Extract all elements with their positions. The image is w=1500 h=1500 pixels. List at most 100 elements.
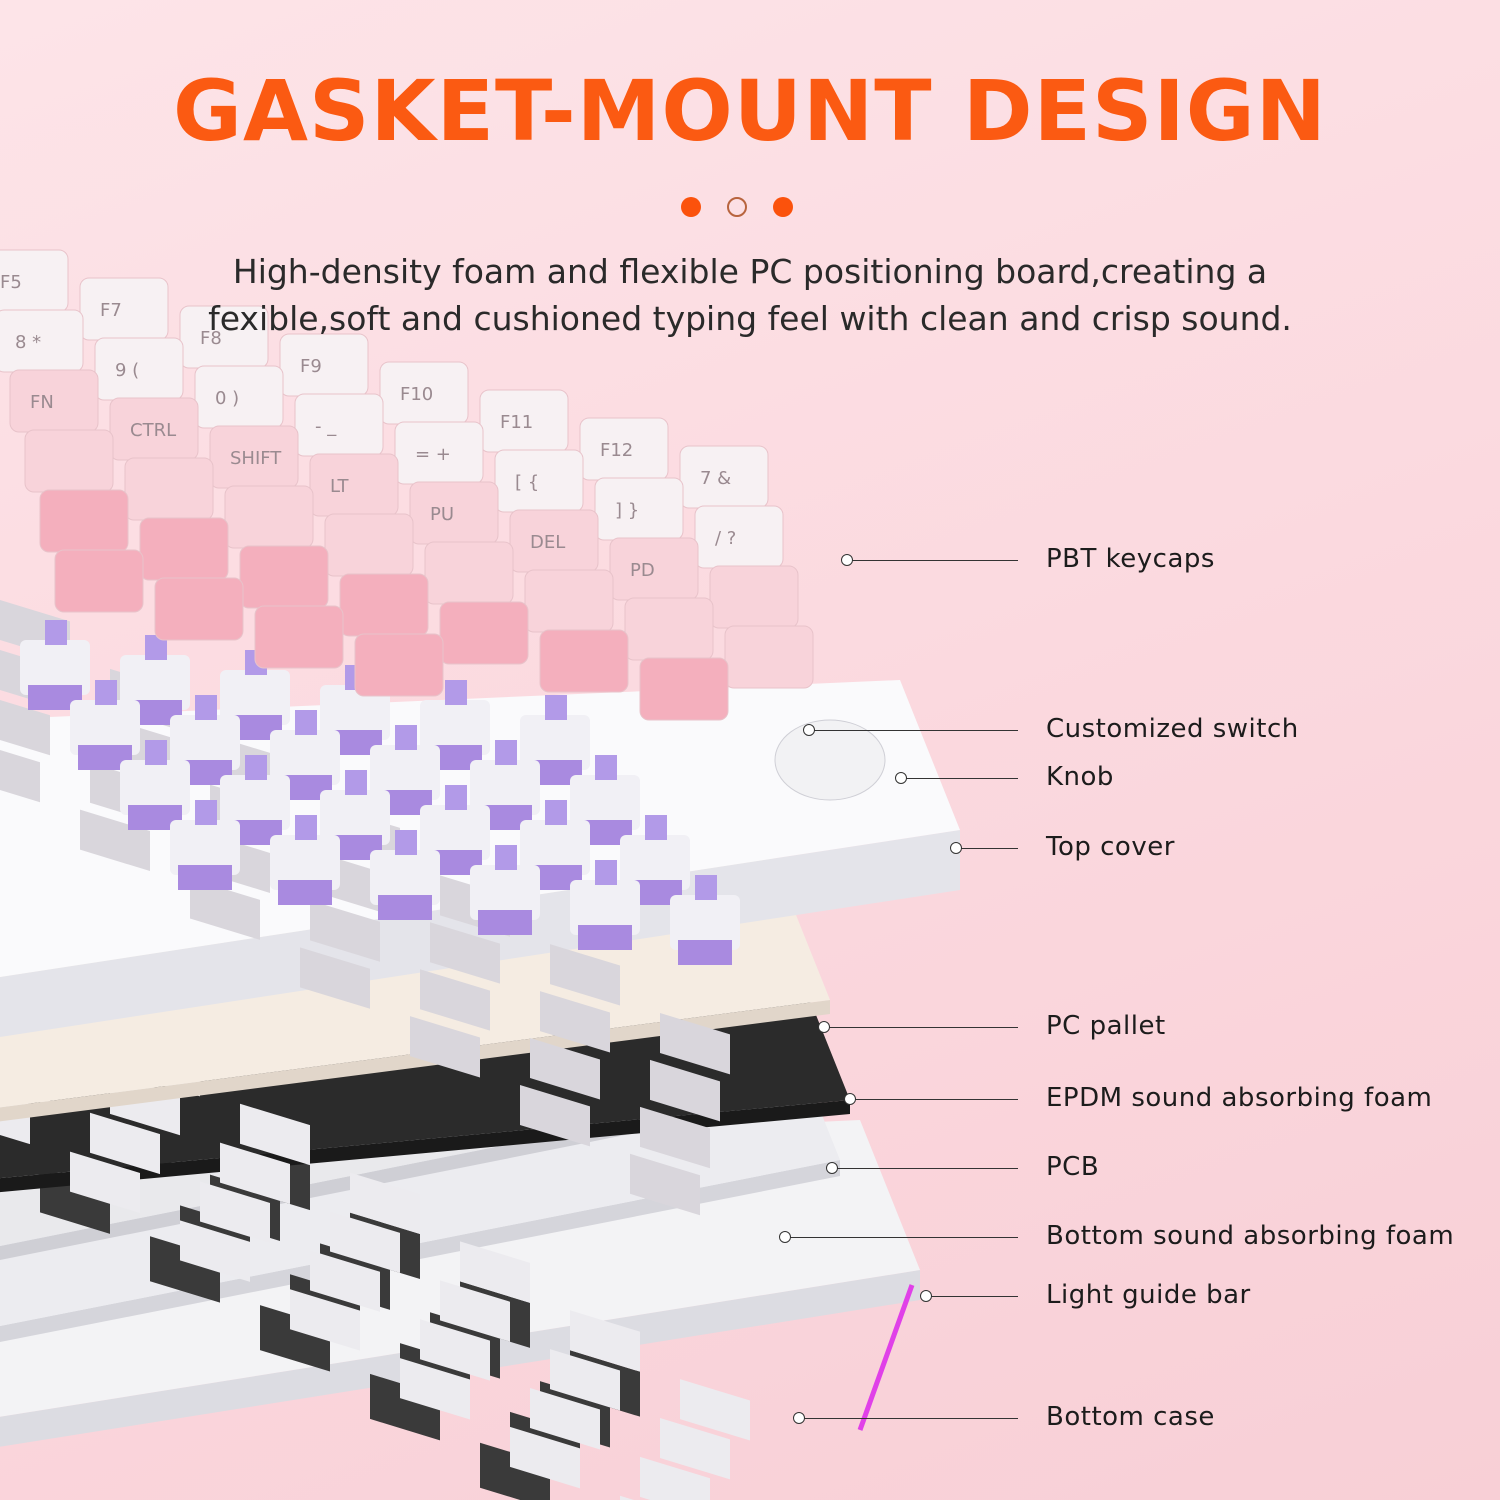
part-label: Top cover	[1046, 832, 1175, 862]
callout-dot	[844, 1092, 856, 1105]
keycap-legend: / ?	[715, 528, 736, 549]
keycap	[54, 549, 144, 613]
light-guide-bar	[857, 1284, 915, 1431]
switch-housing	[120, 655, 190, 710]
switch-bottom	[578, 925, 632, 950]
keycap	[624, 597, 714, 661]
switch-housing	[470, 760, 540, 815]
pager-dot-1	[681, 197, 701, 217]
switch-housing	[570, 775, 640, 830]
keycap-legend: DEL	[530, 532, 565, 553]
callout-line	[841, 553, 1018, 566]
switch-housing	[670, 895, 740, 950]
switch-housing	[520, 820, 590, 875]
switch-bottom	[478, 910, 532, 935]
keycap-legend: F11	[500, 412, 533, 433]
part-label: Bottom case	[1046, 1402, 1215, 1432]
part-label: PC pallet	[1046, 1011, 1166, 1041]
callout-dot	[841, 553, 853, 566]
switch-housing	[70, 700, 140, 755]
callout-line	[895, 771, 1018, 784]
subtitle: High-density foam and flexible PC positi…	[0, 248, 1500, 342]
epdm-foam-cutout	[200, 1181, 270, 1243]
part-label: PBT keycaps	[1046, 544, 1215, 574]
keycap-legend: SHIFT	[230, 448, 282, 469]
switch-housing	[370, 745, 440, 800]
plate-cutout	[0, 740, 40, 803]
keycap-legend: CTRL	[130, 420, 176, 441]
part-label: Customized switch	[1046, 714, 1299, 744]
switch-housing	[370, 850, 440, 905]
callout-dot	[895, 771, 907, 784]
keycap-legend: 7 &	[700, 468, 731, 489]
epdm-foam-cutout	[420, 1319, 490, 1381]
switch-housing	[220, 670, 290, 725]
switch-stem	[645, 815, 667, 840]
switch-stem	[245, 755, 267, 780]
switch-stem	[195, 800, 217, 825]
switch-stem	[545, 695, 567, 720]
part-label: EPDM sound absorbing foam	[1046, 1083, 1433, 1113]
epdm-foam-cutout	[310, 1250, 380, 1312]
switch-stem	[545, 800, 567, 825]
callout-line	[844, 1092, 1018, 1105]
keycap	[124, 457, 214, 521]
switch-bottom	[378, 895, 432, 920]
switch-stem	[595, 755, 617, 780]
epdm-foam-cutout	[460, 1241, 530, 1303]
switch-bottom	[178, 865, 232, 890]
switch-stem	[395, 725, 417, 750]
epdm-foam-cutout	[510, 1426, 580, 1489]
plate-cutout	[0, 693, 50, 756]
epdm-foam-cutout	[440, 1280, 510, 1342]
switch-housing	[220, 775, 290, 830]
keycap-legend: F7	[100, 300, 122, 321]
keycap-legend: = +	[415, 444, 451, 465]
callout-dot	[779, 1230, 791, 1243]
plate-cutout	[530, 1038, 600, 1100]
keycap	[139, 517, 229, 581]
switch-housing	[270, 730, 340, 785]
switch-stem	[195, 695, 217, 720]
switch-stem	[445, 785, 467, 810]
keycap	[424, 541, 514, 605]
keycap-legend: PU	[430, 504, 454, 525]
plate-cutout	[540, 991, 610, 1053]
pager-dots	[681, 197, 793, 217]
switch-stem	[595, 860, 617, 885]
switch-bottom	[678, 940, 732, 965]
plate-cutout	[310, 900, 380, 962]
keycap-legend: LT	[330, 476, 350, 497]
plate-cutout	[520, 1084, 590, 1147]
keycap	[539, 629, 629, 693]
part-label: Bottom sound absorbing foam	[1046, 1221, 1455, 1251]
keycap	[309, 453, 399, 517]
callout-line	[826, 1161, 1018, 1174]
callout-line	[779, 1230, 1018, 1243]
switch-stem	[395, 830, 417, 855]
plate-cutout	[410, 1016, 480, 1078]
keycap	[639, 657, 729, 721]
plate-cutout	[650, 1059, 720, 1122]
callout-line	[803, 723, 1018, 736]
callout-dot	[818, 1020, 830, 1033]
switch-housing	[270, 835, 340, 890]
epdm-foam-cutout	[570, 1310, 640, 1372]
keycap	[694, 505, 784, 569]
callout-dot	[793, 1411, 805, 1424]
epdm-foam-cutout	[660, 1417, 730, 1480]
keycap	[9, 369, 99, 433]
keycap	[709, 565, 799, 629]
subtitle-line-1: High-density foam and flexible PC positi…	[232, 252, 1268, 291]
keycap	[524, 569, 614, 633]
plate-cutout	[640, 1106, 710, 1169]
switch-housing	[320, 790, 390, 845]
switch-housing	[420, 805, 490, 860]
knob	[774, 719, 886, 801]
callout-line	[920, 1289, 1018, 1302]
epdm-foam-cutout	[0, 1082, 30, 1145]
keycap	[24, 429, 114, 493]
pc-pallet-side	[0, 1000, 830, 1122]
keycap-legend: 8 *	[15, 332, 41, 353]
